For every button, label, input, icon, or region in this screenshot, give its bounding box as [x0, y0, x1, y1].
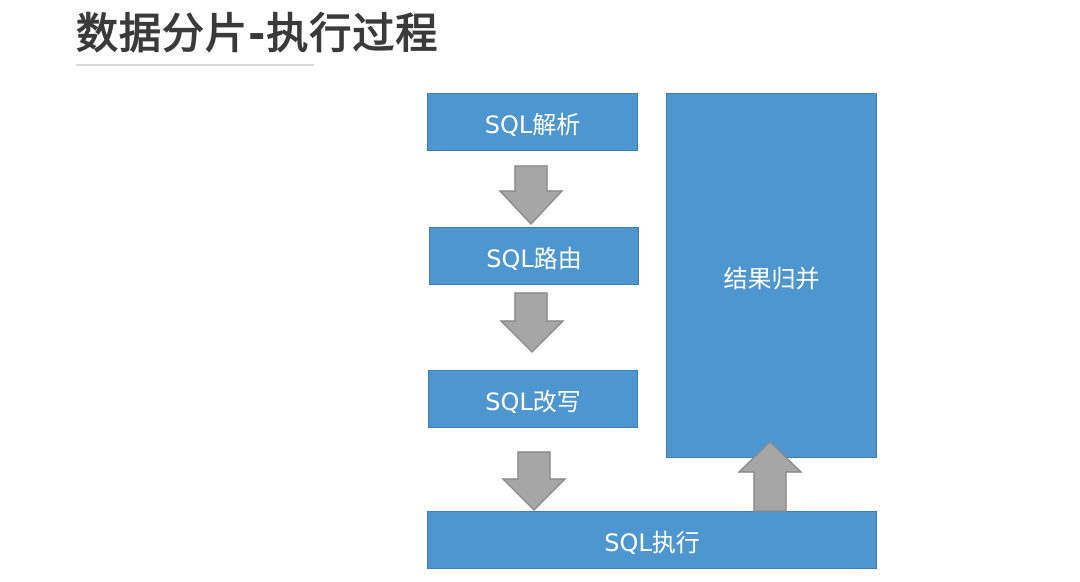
step-sql-route: SQL路由 [429, 227, 639, 285]
step-sql-rewrite: SQL改写 [428, 370, 638, 428]
step-result-merge: 结果归并 [666, 93, 877, 458]
title-underline [76, 64, 314, 66]
step-result-merge-label: 结果归并 [723, 265, 820, 293]
step-sql-parse-label: SQL解析 [484, 110, 581, 139]
arrow-execute-to-merge [737, 440, 803, 512]
page-title: 数据分片-执行过程 [76, 9, 439, 58]
arrow-route-to-rewrite [499, 292, 565, 354]
step-sql-execute-label: SQL执行 [604, 528, 700, 557]
step-sql-parse: SQL解析 [427, 93, 638, 151]
arrow-parse-to-route [498, 165, 564, 226]
step-sql-rewrite-label: SQL改写 [485, 387, 581, 416]
step-sql-route-label: SQL路由 [486, 244, 582, 273]
arrow-rewrite-to-execute [501, 451, 567, 512]
step-sql-execute: SQL执行 [427, 511, 877, 569]
